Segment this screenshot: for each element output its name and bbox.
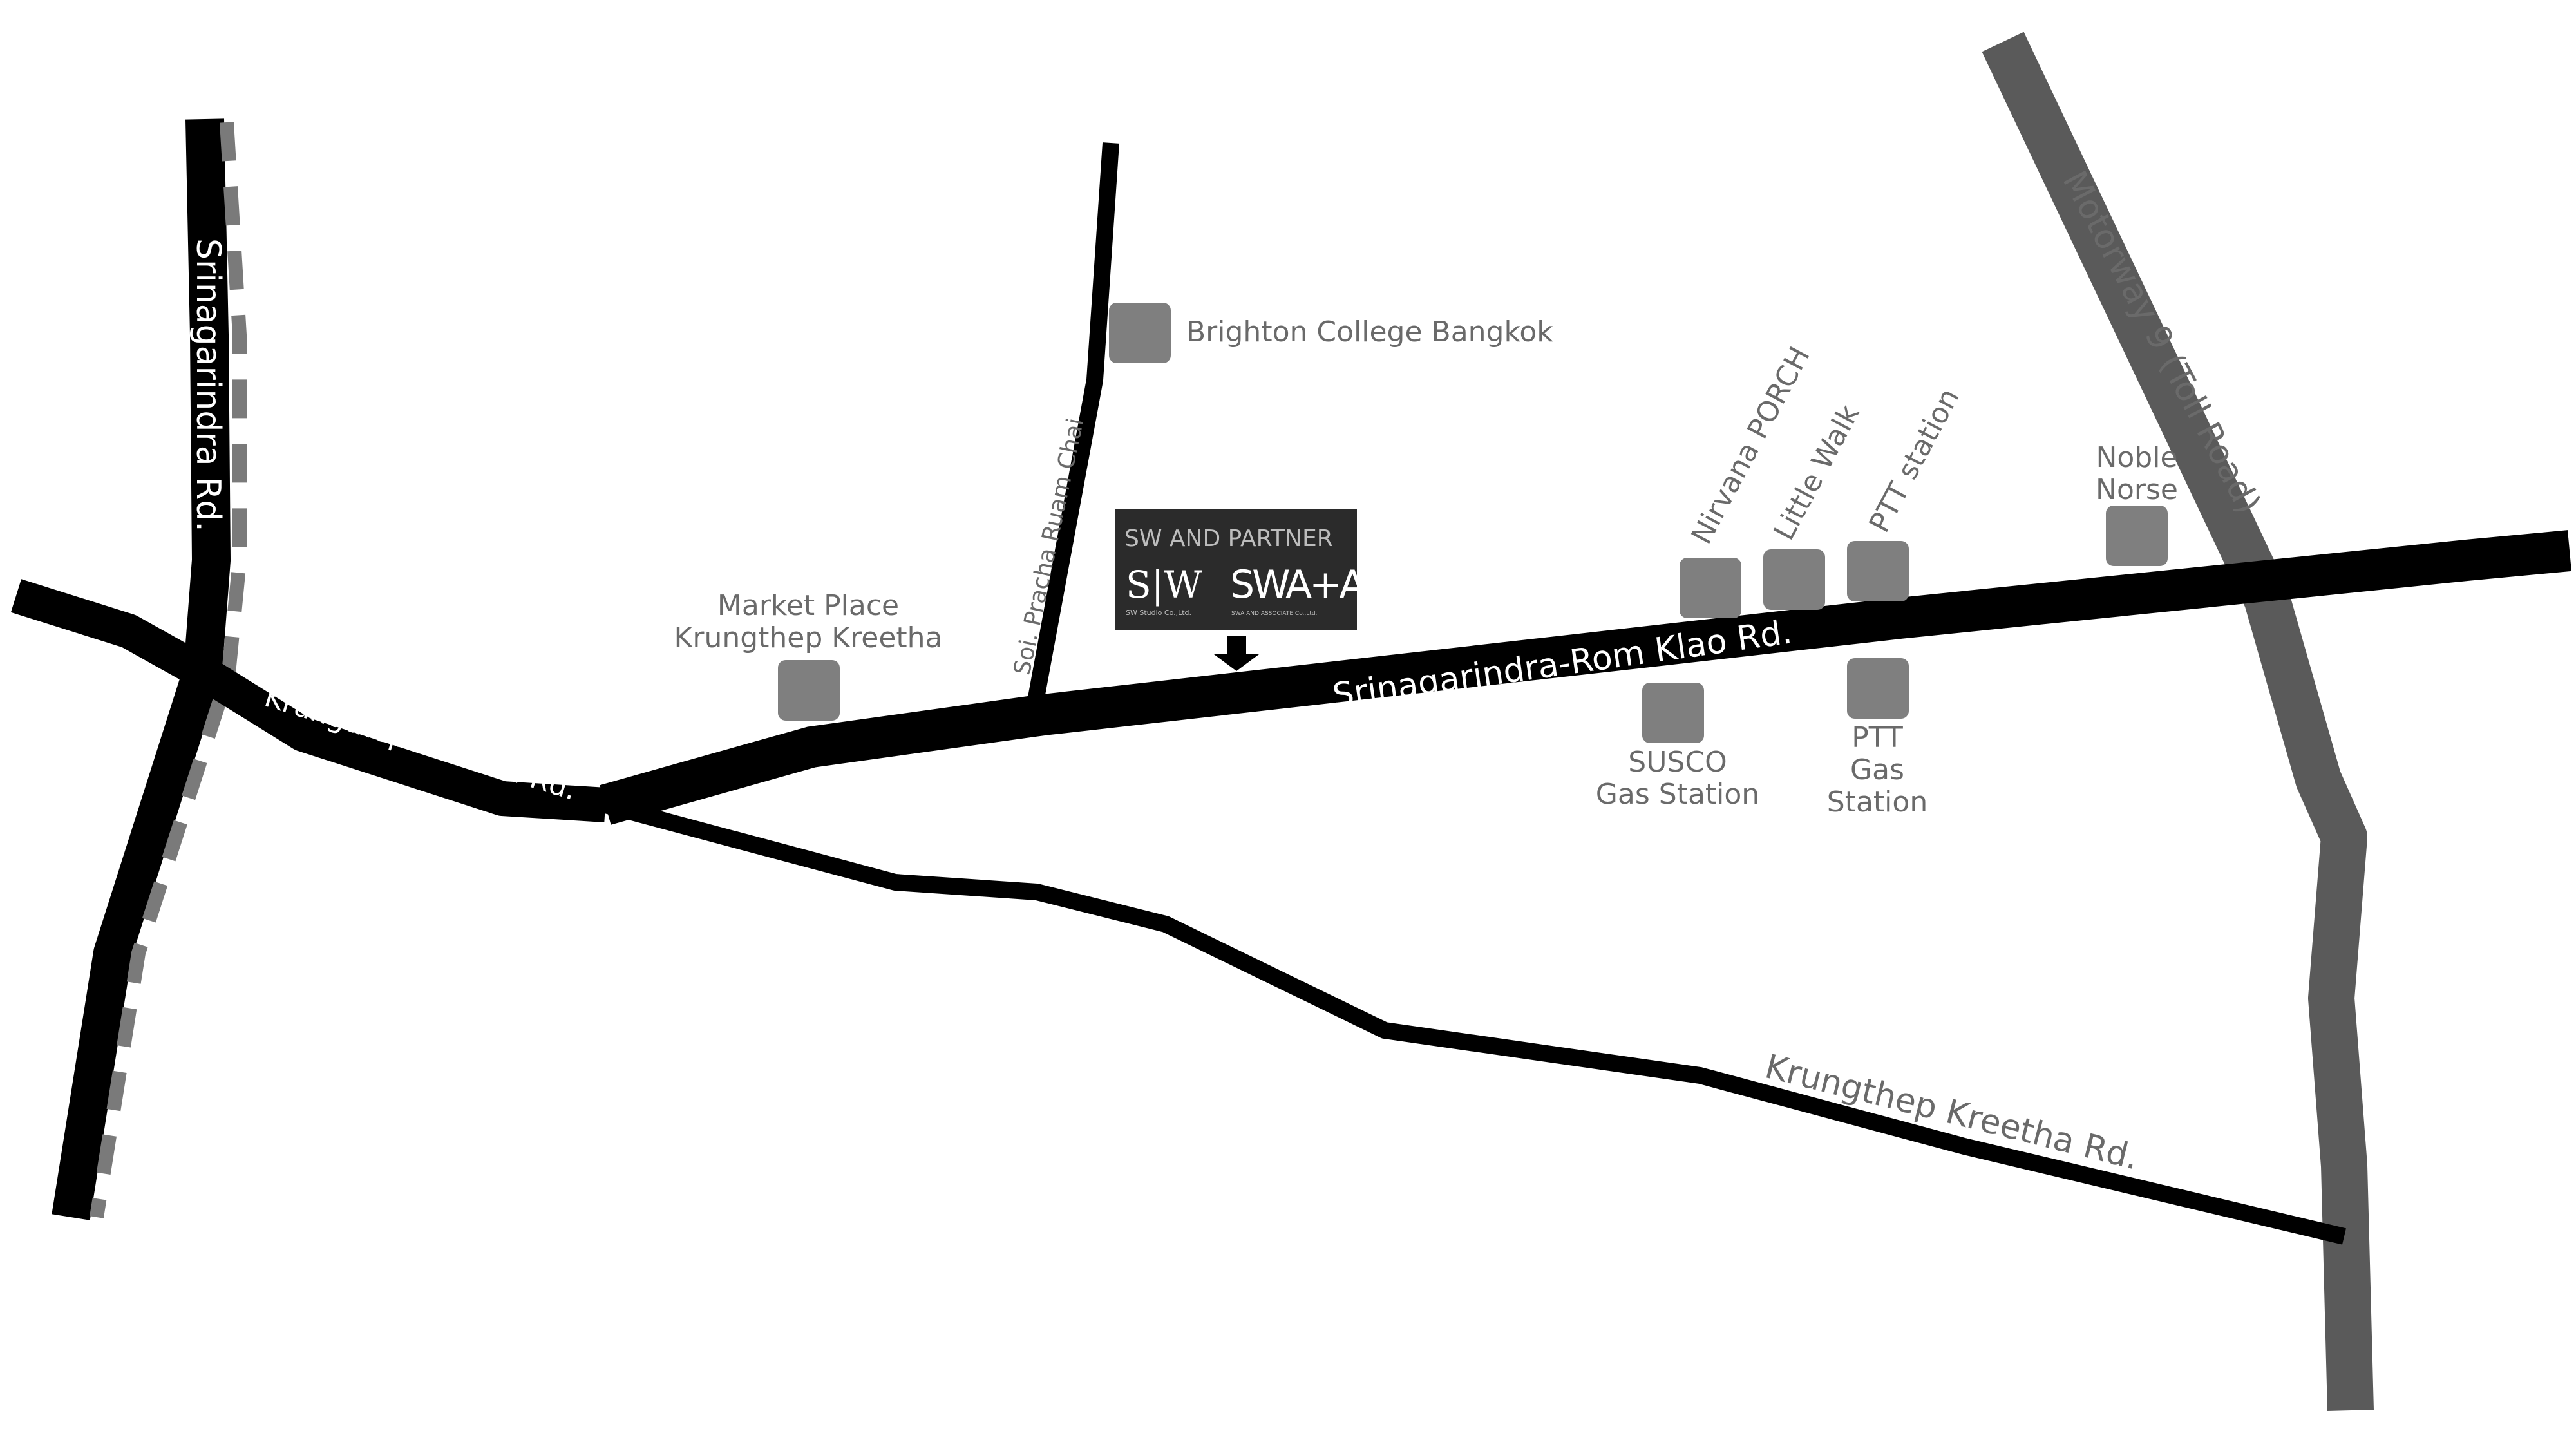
swa-associate-subtitle: SWA AND ASSOCIATE Co.,Ltd. bbox=[1231, 611, 1317, 617]
ptt-gas-station-marker bbox=[1847, 658, 1909, 719]
office-title: SW AND PARTNER bbox=[1124, 526, 1333, 552]
susco-label-line2: Gas Station bbox=[1596, 778, 1759, 811]
market-place-label-line2: Krungthep Kreetha bbox=[674, 621, 943, 654]
krungthep-kreetha-road-west bbox=[10, 579, 607, 822]
little-walk-marker bbox=[1763, 549, 1825, 610]
susco-label-line1: SUSCO bbox=[1628, 746, 1727, 779]
office-panel: SW AND PARTNER S|W SW Studio Co.,Ltd. SW… bbox=[1115, 509, 1368, 630]
office-location-arrow-icon bbox=[1214, 636, 1259, 671]
ptt-station-marker bbox=[1847, 541, 1909, 601]
srinagarindra-road bbox=[52, 118, 231, 1220]
market-place-marker bbox=[778, 660, 840, 721]
sw-studio-logo: S|W bbox=[1126, 563, 1202, 607]
brighton-college-marker bbox=[1109, 303, 1171, 363]
srinagarindra-road-label: Srinagarindra Rd. bbox=[189, 238, 227, 532]
ptt-gas-label-line1: PTT bbox=[1852, 721, 1903, 754]
nirvana-porch-marker bbox=[1680, 558, 1741, 618]
krungthep-kreetha-road-east bbox=[603, 797, 2347, 1245]
noble-norse-label-line1: Noble bbox=[2096, 441, 2177, 474]
swa-associate-logo: SWA+A bbox=[1230, 562, 1365, 607]
brighton-college-label: Brighton College Bangkok bbox=[1186, 316, 1553, 348]
noble-norse-marker bbox=[2106, 506, 2168, 566]
soi-pracha-ruam-chai-road bbox=[1025, 142, 1119, 714]
sw-studio-subtitle: SW Studio Co.,Ltd. bbox=[1126, 609, 1191, 617]
market-place-label-line1: Market Place bbox=[717, 589, 899, 622]
ptt-gas-label-line3: Station bbox=[1827, 786, 1927, 819]
office-panel-background bbox=[1115, 509, 1357, 630]
susco-gas-station-marker bbox=[1642, 683, 1704, 743]
ptt-gas-label-line2: Gas bbox=[1850, 753, 1904, 786]
srinagarindra-rom-klao-road bbox=[600, 530, 2571, 825]
noble-norse-label-line2: Norse bbox=[2096, 473, 2178, 506]
ptt-station-label: PTT station bbox=[1863, 383, 1966, 538]
